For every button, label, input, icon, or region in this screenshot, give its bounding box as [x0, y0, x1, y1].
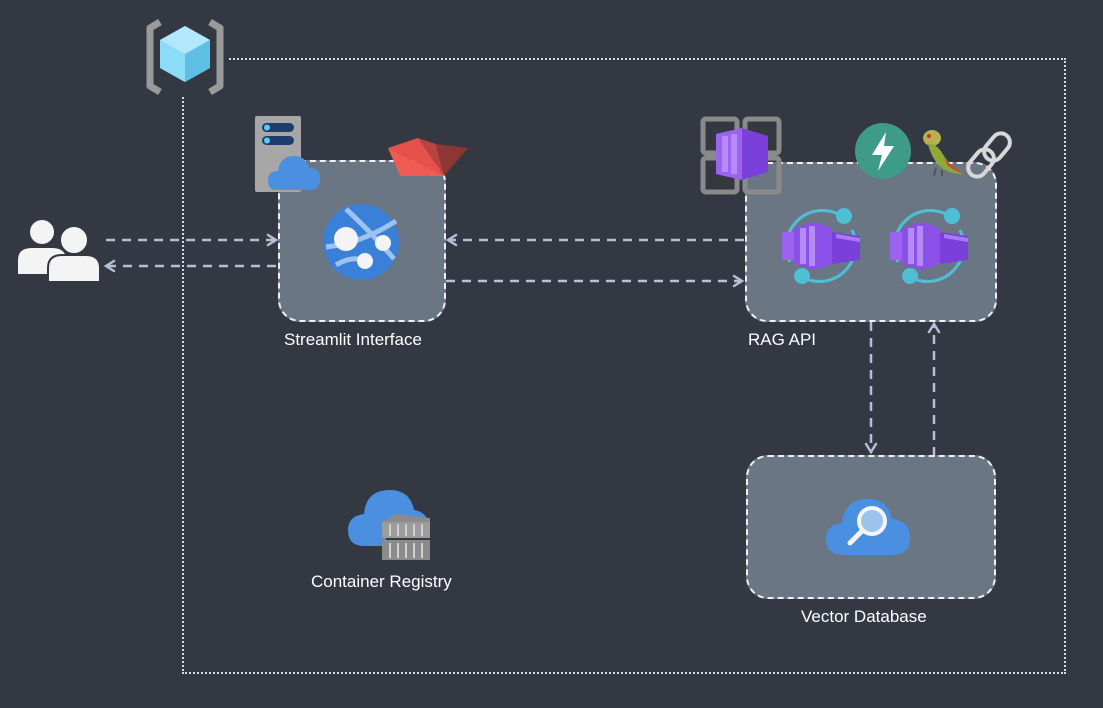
fastapi-logo-icon — [854, 122, 912, 180]
container-app-icon — [778, 206, 864, 288]
container-apps-environment-icon — [142, 18, 228, 96]
arrowhead — [445, 233, 458, 247]
langchain-parrot-icon — [918, 128, 966, 180]
app-service-icon — [254, 116, 334, 194]
arrowhead — [103, 259, 116, 273]
arrowhead — [864, 442, 878, 455]
cognitive-search-icon — [826, 495, 912, 557]
environment-boundary — [182, 58, 1066, 674]
rag-api-label: RAG API — [748, 330, 817, 349]
web-app-globe-icon — [322, 203, 400, 281]
arrowhead — [732, 274, 745, 288]
arrowhead — [266, 233, 279, 247]
chain-link-icon — [964, 130, 1014, 180]
users-icon — [16, 218, 104, 284]
arrowhead — [927, 321, 941, 334]
container-registry-label: Container Registry — [311, 572, 452, 591]
streamlit-logo-icon — [388, 134, 470, 180]
container-registry-icon — [346, 488, 432, 564]
streamlit-interface-label: Streamlit Interface — [284, 330, 422, 349]
container-app-icon — [886, 206, 972, 288]
container-apps-icon — [700, 116, 784, 196]
vector-database-label: Vector Database — [801, 607, 927, 626]
